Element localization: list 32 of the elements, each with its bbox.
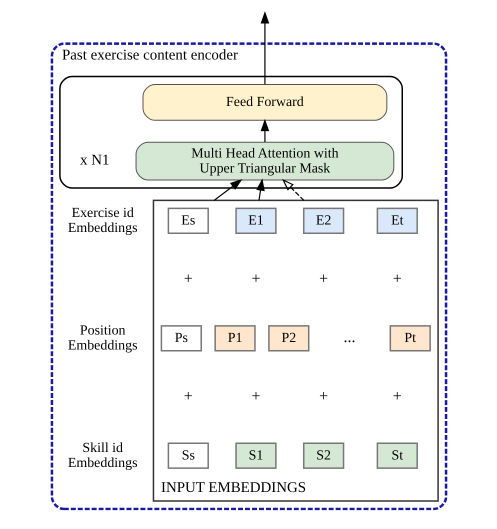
node-box: Et	[376, 208, 418, 234]
node-box: P1	[214, 325, 256, 352]
node-box: Es	[167, 208, 208, 234]
label: +	[183, 388, 192, 405]
node-box: Feed Forward	[142, 84, 387, 121]
arrow	[281, 178, 304, 201]
label: +	[318, 388, 328, 405]
node-label: x N1	[80, 152, 109, 169]
arrow	[256, 178, 264, 200]
arrow	[260, 11, 269, 84]
label: ...	[343, 329, 355, 346]
arrow	[213, 179, 242, 201]
node-box: S2	[302, 442, 344, 469]
arrow	[260, 118, 269, 142]
node-box: St	[376, 442, 418, 469]
label: +	[250, 270, 260, 288]
node-box: E2	[302, 208, 344, 234]
label: Exercise id Embeddings	[67, 206, 138, 236]
label: Position Embeddings	[67, 323, 138, 354]
label: +	[392, 388, 402, 405]
label: +	[392, 270, 402, 288]
node-box: S1	[234, 442, 276, 469]
label: +	[250, 388, 260, 405]
label: +	[183, 270, 192, 288]
label: Skill id Embeddings	[67, 440, 138, 471]
node-box: E1	[234, 208, 276, 234]
node-box: P2	[268, 325, 309, 352]
label: +	[318, 270, 328, 288]
node-box: Multi Head Attention with Upper Triangular Mask	[135, 142, 394, 181]
node-box: Ss	[167, 442, 208, 469]
node-box: Pt	[389, 325, 430, 352]
node-box: Ps	[160, 325, 202, 352]
